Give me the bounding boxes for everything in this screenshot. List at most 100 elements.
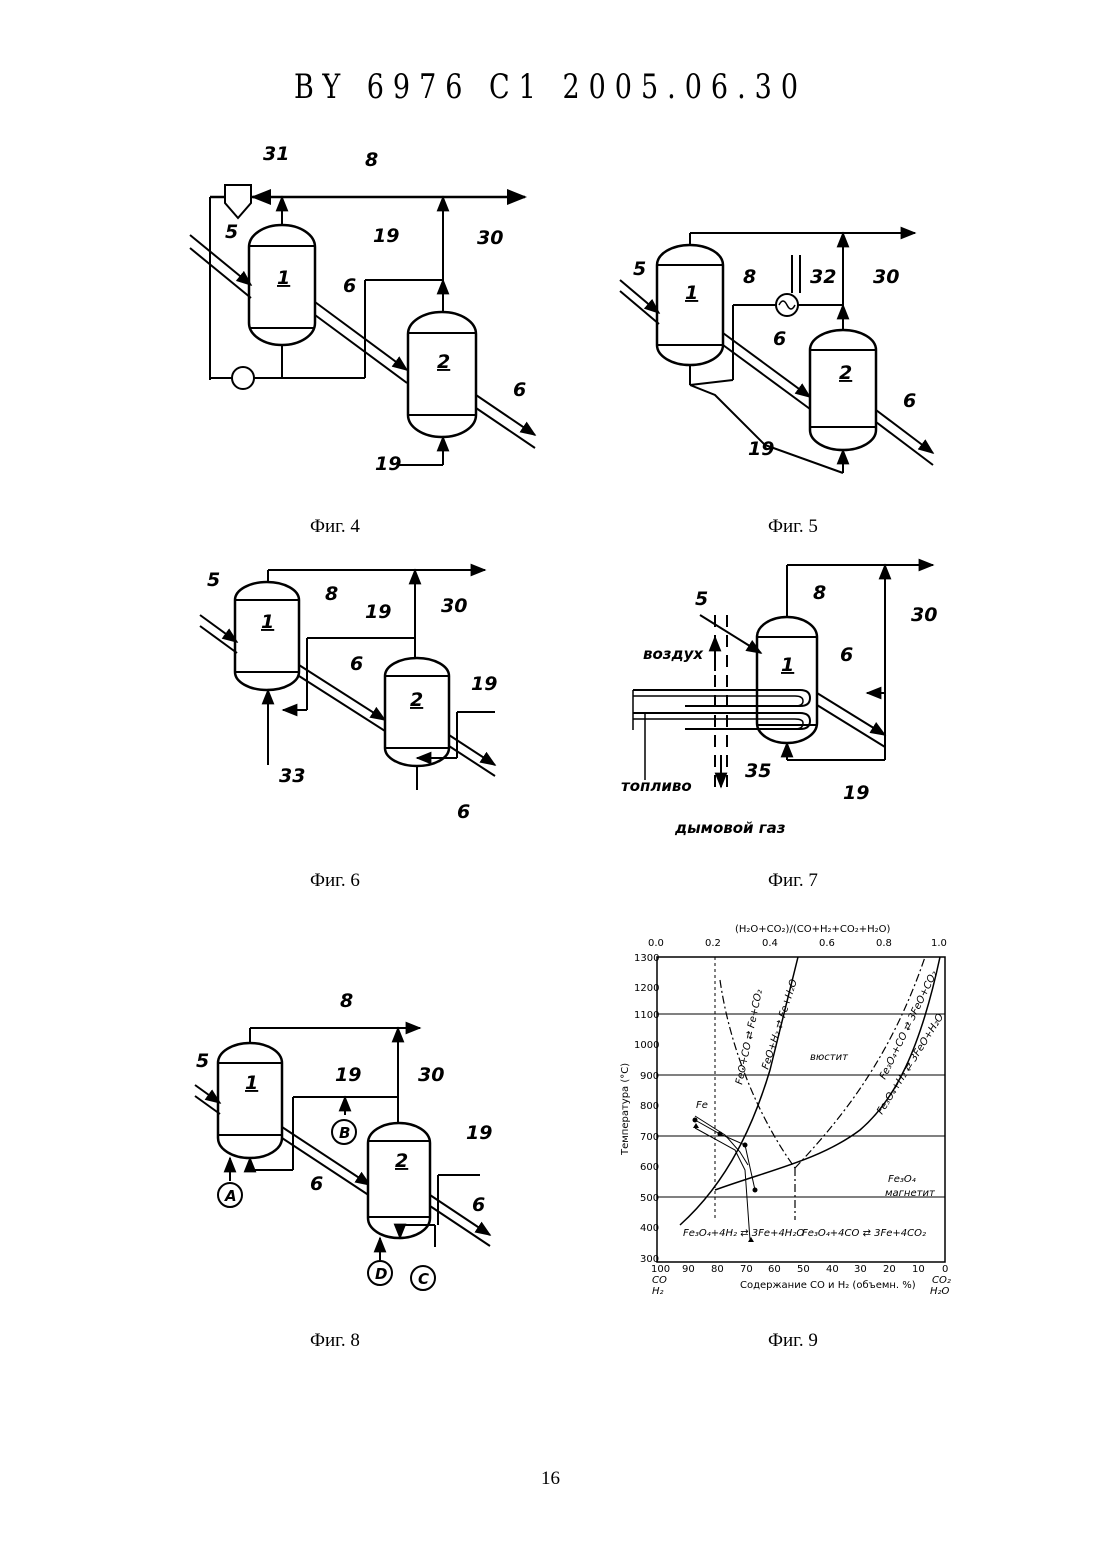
x-tick-20: 20: [883, 1264, 896, 1275]
inlet-d-label: D: [375, 1265, 387, 1283]
label-6: 6: [840, 644, 853, 666]
vessel-2-label: 2: [410, 689, 423, 711]
label-5: 5: [196, 1050, 209, 1072]
flue-gas-label: дымовой газ: [674, 819, 786, 837]
label-31: 31: [263, 143, 289, 165]
x-tick-90: 90: [682, 1264, 695, 1275]
top-tick-2: 0.4: [762, 938, 778, 949]
x-tick-50: 50: [797, 1264, 810, 1275]
y-tick-600: 600: [640, 1162, 659, 1173]
y-tick-500: 500: [640, 1193, 659, 1204]
figure-5-diagram: 5 8 32 30 1 6 2 6 19: [615, 215, 955, 490]
x-tick-70: 70: [740, 1264, 753, 1275]
x-tick-0: 0: [942, 1264, 948, 1275]
x-left-h2-label: H₂: [652, 1286, 664, 1297]
label-8: 8: [813, 582, 826, 604]
curve-feo-h2-label: FeO+H₂ ⇄ Fe+H₂O: [760, 978, 800, 1071]
label-5: 5: [207, 569, 220, 591]
label-6b: 6: [472, 1194, 485, 1216]
y-tick-1000: 1000: [634, 1040, 659, 1051]
top-axis-title: (H₂O+CO₂)/(CO+H₂+CO₂+H₂O): [735, 924, 890, 935]
vessel-2-label: 2: [437, 351, 450, 373]
label-19: 19: [335, 1064, 361, 1086]
figure-6-caption: Фиг. 6: [310, 870, 360, 892]
page-number: 16: [0, 1468, 1101, 1490]
air-label: воздух: [643, 645, 704, 663]
wustite-region-label: вюстит: [810, 1052, 849, 1063]
curve-feo-co-label: FeO+CO ⇄ Fe+CO₂: [734, 989, 765, 1086]
vessel-2-label: 2: [395, 1150, 408, 1172]
label-30: 30: [441, 595, 467, 617]
figure-9-caption: Фиг. 9: [768, 1330, 818, 1352]
vessel-2-label: 2: [839, 362, 852, 384]
figure-7-caption: Фиг. 7: [768, 870, 818, 892]
y-tick-700: 700: [640, 1132, 659, 1143]
label-19b: 19: [375, 453, 401, 475]
label-6b: 6: [513, 379, 526, 401]
label-8: 8: [325, 583, 338, 605]
label-30: 30: [477, 227, 503, 249]
inlet-b-label: B: [339, 1124, 350, 1142]
label-5: 5: [225, 221, 238, 243]
figure-6-diagram: 5 8 30 1 19 6 2 19 33 6: [195, 560, 515, 825]
x-right-co2-label: CO₂: [932, 1275, 951, 1286]
label-19b: 19: [466, 1122, 492, 1144]
label-32: 32: [810, 266, 836, 288]
label-6: 6: [773, 328, 786, 350]
label-8: 8: [340, 990, 353, 1012]
inlet-c-label: C: [418, 1270, 429, 1288]
vessel-1-label: 1: [685, 282, 698, 304]
figure-9-chart: (H₂O+CO₂)/(CO+H₂+CO₂+H₂O) 0.0 0.2 0.4 0.…: [620, 920, 960, 1310]
vessel-1-label: 1: [261, 611, 274, 633]
x-tick-100: 100: [651, 1264, 670, 1275]
label-6: 6: [310, 1173, 323, 1195]
label-30: 30: [418, 1064, 444, 1086]
x-left-co-label: CO: [652, 1275, 667, 1286]
label-6b: 6: [457, 801, 470, 823]
label-6b: 6: [903, 390, 916, 412]
figure-7-diagram: 8 5 30 воздух 1 6 топливо 35 19 дымовой …: [615, 555, 960, 840]
figure-8-diagram: 8 5 19 30 1 B 19 2 A 6 D C 6: [190, 985, 510, 1305]
x-right-h2o-label: H₂O: [930, 1286, 950, 1297]
label-35: 35: [745, 760, 771, 782]
label-6: 6: [350, 653, 363, 675]
top-tick-0: 0.0: [648, 938, 664, 949]
vessel-1-label: 1: [277, 267, 290, 289]
label-5: 5: [633, 258, 646, 280]
fuel-label: топливо: [621, 777, 692, 795]
label-8: 8: [743, 266, 756, 288]
label-30: 30: [873, 266, 899, 288]
figure-4-caption: Фиг. 4: [310, 516, 360, 538]
label-30: 30: [911, 604, 937, 626]
label-19: 19: [365, 601, 391, 623]
x-tick-40: 40: [826, 1264, 839, 1275]
x-tick-60: 60: [768, 1264, 781, 1275]
y-tick-1100: 1100: [634, 1010, 659, 1021]
y-tick-1200: 1200: [634, 983, 659, 994]
top-tick-4: 0.8: [876, 938, 892, 949]
top-tick-1: 0.2: [705, 938, 721, 949]
inlet-a-label: A: [224, 1187, 237, 1205]
x-axis-title: Содержание СО и Н₂ (объемн. %): [740, 1280, 916, 1291]
label-6: 6: [343, 275, 356, 297]
fe-region-label: Fe: [696, 1100, 708, 1111]
fe3o4-region-label: Fe₃O₄: [888, 1174, 916, 1185]
label-19: 19: [373, 225, 399, 247]
top-tick-5: 1.0: [931, 938, 947, 949]
y-tick-900: 900: [640, 1071, 659, 1082]
x-tick-30: 30: [854, 1264, 867, 1275]
figure-8-caption: Фиг. 8: [310, 1330, 360, 1352]
top-tick-3: 0.6: [819, 938, 835, 949]
y-tick-800: 800: [640, 1101, 659, 1112]
y-axis-title: Температура (°С): [620, 1063, 631, 1156]
magnetite-region-label: магнетит: [885, 1188, 936, 1199]
vessel-1-label: 1: [245, 1072, 258, 1094]
label-19b: 19: [471, 673, 497, 695]
label-5: 5: [695, 588, 708, 610]
curve-fe3o4-4h2-label: Fe₃O₄+4H₂ ⇄ 3Fe+4H₂O: [683, 1228, 804, 1239]
vessel-1-label: 1: [781, 654, 794, 676]
label-8: 8: [365, 149, 378, 171]
label-33: 33: [279, 765, 305, 787]
curve-fe3o4-4co-label: Fe₃O₄+4CO ⇄ 3Fe+4CO₂: [802, 1228, 926, 1239]
x-tick-10: 10: [912, 1264, 925, 1275]
